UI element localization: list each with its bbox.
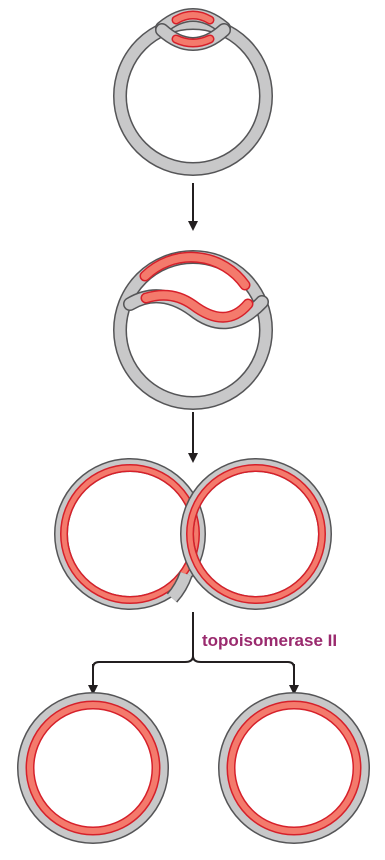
replication-fork-circle xyxy=(120,257,266,403)
enzyme-label: topoisomerase II xyxy=(202,631,337,650)
separated-circle-right xyxy=(225,699,363,837)
split-connector xyxy=(93,612,294,690)
catenated-circle-right xyxy=(187,465,325,603)
replication-bubble-circle xyxy=(120,15,266,169)
catenated-circles xyxy=(61,465,325,603)
separated-circle-left xyxy=(24,699,162,837)
